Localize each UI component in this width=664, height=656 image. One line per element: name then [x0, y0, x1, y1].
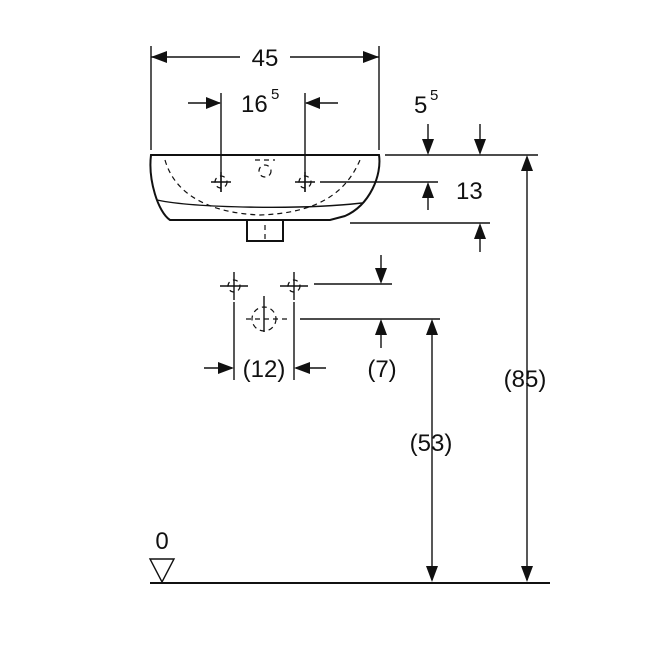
supply-left-icon [220, 272, 248, 300]
basin-depth-dimension: 13 [320, 178, 490, 252]
drain-offset-label: (7) [367, 356, 396, 383]
tap-hole-right [295, 172, 315, 192]
arrow-right [363, 51, 379, 63]
drain-height-dimension: (53) [410, 319, 453, 582]
top-offset-dimension: 5 5 [414, 87, 486, 155]
width-label: 45 [252, 45, 279, 72]
tap-spacing-dimension: 16 5 [188, 86, 338, 192]
rim-height-dimension: (85) [385, 154, 547, 582]
basin-depth-label: 13 [456, 178, 483, 205]
drain-offset-dimension: (7) [367, 255, 397, 383]
floor-level-label: 0 [155, 528, 168, 555]
top-offset-superscript: 5 [430, 87, 438, 104]
supply-right-icon [280, 272, 308, 300]
drain-spacing-dimension: (12) [204, 356, 326, 383]
drain-height-label: (53) [410, 430, 453, 457]
wall-connections [220, 272, 440, 380]
tap-spacing-label: 16 [241, 91, 268, 118]
rim-height-label: (85) [504, 366, 547, 393]
floor-level-icon [148, 558, 176, 584]
top-offset-label: 5 [414, 92, 427, 119]
width-dimension: 45 [150, 45, 380, 150]
washbasin-body [149, 154, 381, 242]
drain-outlet-icon [246, 296, 290, 332]
floor-level: 0 [148, 528, 550, 584]
tap-spacing-superscript: 5 [271, 86, 279, 103]
drain-spacing-label: (12) [243, 356, 286, 383]
tap-hole-left [211, 172, 231, 192]
arrow-left [151, 51, 167, 63]
